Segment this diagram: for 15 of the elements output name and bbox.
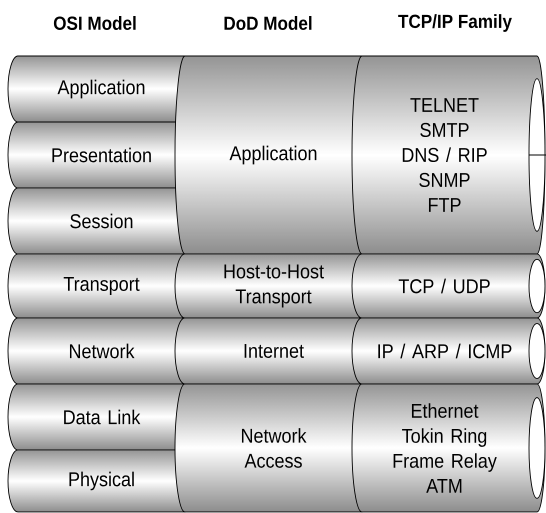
column-heading: OSI Model (54, 16, 136, 30)
cylinder-segment: Physical (8, 450, 186, 512)
cylinder-segment: Application (8, 56, 186, 122)
cylinder-segment: Session (8, 188, 186, 254)
cylinder-segment: IP / ARP / ICMP (352, 318, 546, 384)
column-heading: DoD Model (224, 16, 312, 30)
cylinder-segment: Data Link (8, 384, 186, 450)
cylinder-segment: Network (8, 318, 186, 384)
cylinder-segment: Internet (174, 318, 362, 384)
cylinder-segment: Host-to-Host Transport (174, 254, 362, 318)
cylinder-segment: Presentation (8, 122, 186, 188)
column-heading: TCP/IP Family (398, 14, 512, 32)
cylinder-segment: Transport (8, 254, 186, 318)
cylinder-segment: Ethernet Tokin Ring Frame Relay ATM (352, 384, 546, 512)
cylinder-segment: TCP / UDP (352, 254, 546, 318)
